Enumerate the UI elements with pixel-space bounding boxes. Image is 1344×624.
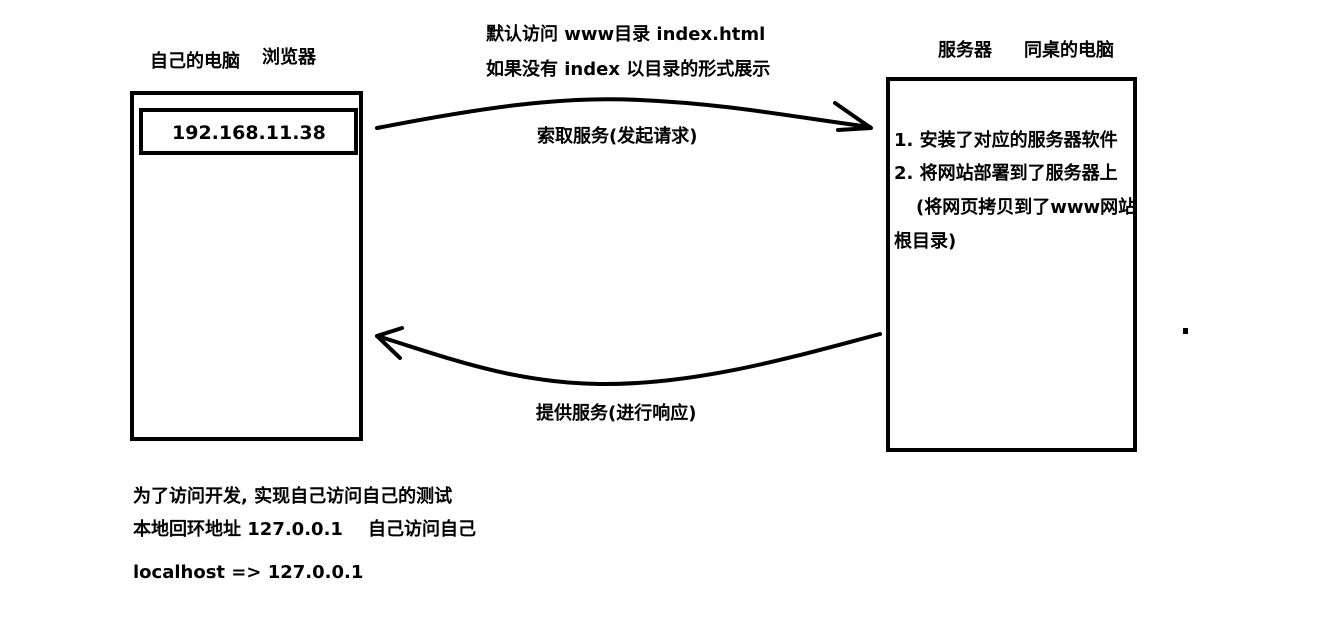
response-arrowhead bbox=[375, 326, 404, 360]
browser-address-text: 192.168.11.38 bbox=[172, 122, 326, 144]
response-arrow-line bbox=[375, 332, 882, 387]
server-title: 服务器 bbox=[938, 40, 992, 61]
client-pc-title: 自己的电脑 bbox=[150, 51, 240, 72]
server-computer-box bbox=[886, 77, 1137, 452]
server-step-1: 1. 安装了对应的服务器软件 bbox=[894, 130, 1118, 151]
response-label: 提供服务(进行响应) bbox=[536, 403, 697, 424]
server-step-2-detail-cont: 根目录) bbox=[894, 231, 957, 252]
request-note-line-2: 如果没有 index 以目录的形式展示 bbox=[486, 59, 771, 80]
server-step-2: 2. 将网站部署到了服务器上 bbox=[894, 163, 1118, 184]
server-step-2-detail: (将网页拷贝到了www网站 bbox=[916, 197, 1137, 218]
client-computer-box bbox=[130, 91, 363, 441]
request-label: 索取服务(发起请求) bbox=[537, 126, 698, 147]
footer-line-2: 本地回环地址 127.0.0.1 自己访问自己 bbox=[133, 519, 476, 540]
footer-line-3: localhost => 127.0.0.1 bbox=[133, 562, 364, 583]
server-pc-title: 同桌的电脑 bbox=[1024, 40, 1114, 61]
request-arrowhead bbox=[833, 101, 873, 132]
request-arrow-line bbox=[375, 97, 872, 130]
request-note-line-1: 默认访问 www目录 index.html bbox=[486, 24, 766, 45]
footer-line-1: 为了访问开发, 实现自己访问自己的测试 bbox=[133, 486, 453, 507]
client-browser-title: 浏览器 bbox=[262, 47, 316, 68]
stray-dot bbox=[1183, 328, 1188, 334]
browser-address-box bbox=[139, 108, 358, 155]
